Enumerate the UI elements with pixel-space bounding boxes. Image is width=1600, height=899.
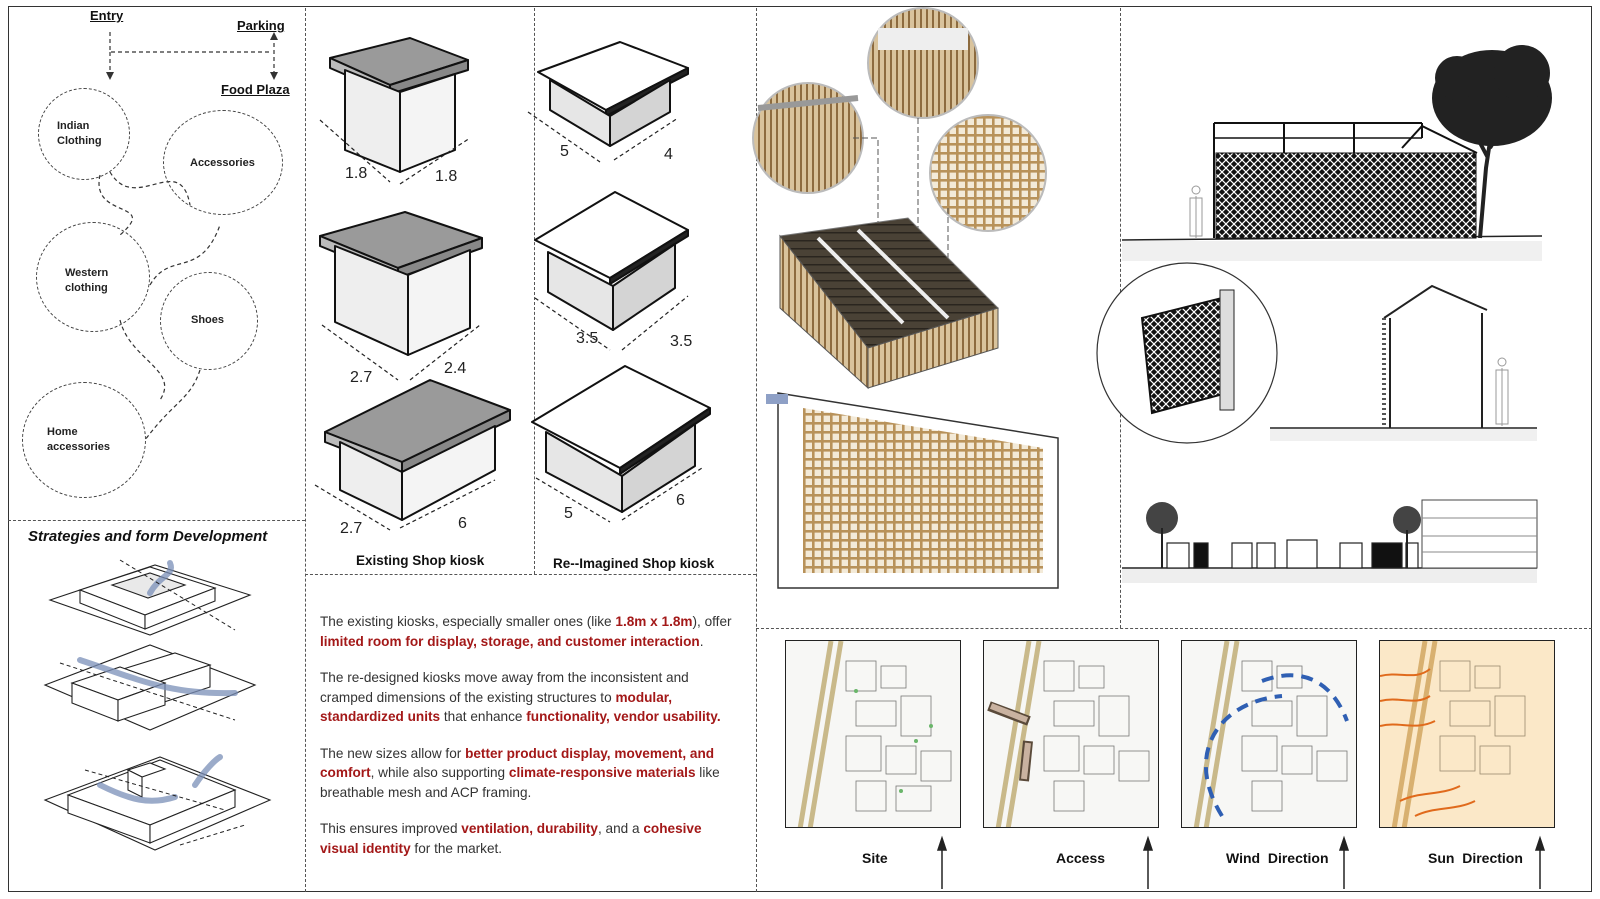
- entry-label: Entry: [90, 8, 124, 23]
- body-text: The existing kiosks, especially smaller …: [320, 614, 616, 629]
- site-label: Site: [862, 850, 888, 866]
- description-paragraph: The existing kiosks, especially smaller …: [320, 612, 740, 651]
- dim-reimagined-2a: 3.5: [576, 330, 599, 347]
- elevation-drawings: [1096, 45, 1552, 583]
- strategies-heading: Strategies and form Development: [28, 528, 268, 545]
- highlighted-text: ventilation, durability: [461, 821, 598, 836]
- sun-direction-map: [1379, 640, 1555, 828]
- body-text: The new sizes allow for: [320, 745, 466, 761]
- highlighted-text: 1.8m x 1.8m: [615, 614, 693, 629]
- description-paragraph: The new sizes allow for better product d…: [320, 744, 740, 803]
- body-text: for the market.: [410, 840, 503, 856]
- description-paragraph: This ensures improved ventilation, durab…: [320, 819, 740, 858]
- highlighted-text: climate-responsive materials: [508, 765, 696, 780]
- dim-reimagined-1b: 4: [664, 146, 673, 163]
- north-arrows: [936, 835, 1546, 889]
- body-text: The re-designed kiosks move away from th…: [320, 670, 689, 705]
- existing-kiosk-caption: Existing Shop kiosk: [356, 553, 485, 568]
- sheet-frame: [8, 6, 1592, 892]
- dim-existing-3b: 6: [458, 515, 467, 532]
- zone-accessories: Accessories: [163, 110, 283, 215]
- dim-reimagined-1a: 5: [560, 143, 569, 160]
- zone-western-clothing: Western clothing: [36, 222, 150, 332]
- highlighted-text: cohesive visual identity: [320, 821, 702, 856]
- form-development-diagrams: [43, 559, 272, 851]
- body-text: This ensures improved: [320, 821, 462, 836]
- wind-direction-label: Wind Direction: [1226, 850, 1329, 866]
- highlighted-text: modular, standardized units: [320, 689, 673, 725]
- highlighted-text: functionality, vendor usability.: [526, 709, 721, 724]
- body-text: .: [699, 633, 704, 649]
- divider: [305, 574, 756, 575]
- body-text: that enhance: [440, 709, 527, 724]
- dim-existing-3a: 2.7: [340, 520, 363, 537]
- zone-home-accessories: Home accessories: [22, 382, 146, 498]
- highlighted-text: limited room for display, storage, and c…: [320, 633, 700, 649]
- divider: [534, 8, 535, 574]
- description-paragraph: The re-designed kiosks move away from th…: [320, 668, 740, 727]
- dim-existing-1b: 1.8: [435, 168, 458, 185]
- reimagined-kiosk-caption: Re--Imagined Shop kiosk: [553, 556, 715, 571]
- body-text: ), offer: [692, 614, 732, 629]
- wind-direction-map: [1181, 640, 1357, 828]
- sun-direction-label: Sun Direction: [1428, 850, 1523, 866]
- access-label: Access: [1056, 850, 1106, 866]
- body-text: , while also supporting: [370, 765, 509, 780]
- kiosk-sketches: [314, 37, 711, 531]
- dim-reimagined-3b: 6: [676, 492, 685, 509]
- dim-reimagined-3a: 5: [564, 505, 573, 522]
- highlighted-text: better product display, movement, and co…: [320, 745, 715, 781]
- kiosk-detail-renders: [752, 7, 1059, 589]
- site-map: [785, 640, 961, 828]
- divider: [756, 8, 757, 892]
- body-text: , and a: [598, 821, 644, 836]
- access-map: [983, 640, 1159, 828]
- divider: [305, 8, 306, 892]
- description-text: The existing kiosks, especially smaller …: [320, 612, 740, 875]
- dim-existing-1a: 1.8: [345, 165, 368, 182]
- zone-indian-clothing: Indian Clothing: [38, 88, 130, 180]
- circulation-lines: [98, 32, 278, 441]
- dim-existing-2b: 2.4: [444, 360, 467, 377]
- dim-existing-2a: 2.7: [350, 369, 373, 386]
- divider: [756, 628, 1592, 629]
- zone-shoes: Shoes: [160, 272, 258, 370]
- divider: [8, 520, 305, 521]
- body-text: like breathable mesh and ACP framing.: [320, 765, 720, 800]
- food-plaza-label: Food Plaza: [221, 82, 290, 97]
- parking-label: Parking: [237, 18, 285, 33]
- dim-reimagined-2b: 3.5: [670, 333, 693, 350]
